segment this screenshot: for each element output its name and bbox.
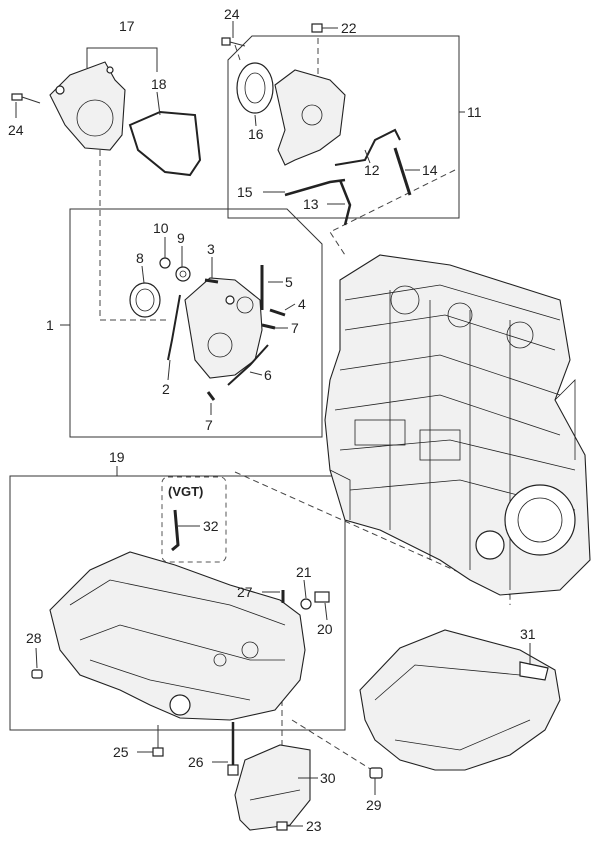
connector-dashed-29 bbox=[291, 719, 373, 771]
pin-7a bbox=[261, 323, 276, 330]
leader-2 bbox=[167, 359, 171, 381]
part-label-24a: 24 bbox=[8, 122, 24, 138]
part-label-14: 14 bbox=[422, 162, 438, 178]
part-label-3: 3 bbox=[207, 241, 215, 257]
part-label-2: 2 bbox=[162, 381, 170, 397]
bolt-22 bbox=[311, 23, 323, 33]
gasket-12 bbox=[334, 128, 401, 166]
part-label-12: 12 bbox=[364, 162, 380, 178]
leader-17 bbox=[86, 47, 158, 72]
part-label-26: 26 bbox=[188, 754, 204, 770]
gasket-6 bbox=[227, 344, 269, 386]
leader-21 bbox=[303, 579, 307, 599]
part-label-7a: 7 bbox=[291, 320, 299, 336]
leader-16 bbox=[254, 114, 257, 127]
leader-8 bbox=[141, 265, 145, 284]
baffle-30 bbox=[234, 744, 311, 831]
part-label-8: 8 bbox=[136, 250, 144, 266]
upper-cover-11 bbox=[274, 69, 346, 166]
part-label-5: 5 bbox=[285, 274, 293, 290]
part-label-30: 30 bbox=[320, 770, 336, 786]
seal-8 bbox=[129, 282, 161, 318]
part-label-16: 16 bbox=[248, 126, 264, 142]
gasket-18 bbox=[128, 110, 202, 177]
plug-29 bbox=[369, 767, 383, 779]
part-label-17: 17 bbox=[119, 18, 135, 34]
oil-pan-19 bbox=[49, 551, 306, 721]
tube-32 bbox=[171, 509, 180, 552]
bolt-4 bbox=[269, 308, 286, 317]
part-label-28: 28 bbox=[26, 630, 42, 646]
gasket-2 bbox=[167, 294, 181, 361]
bolt-24-left bbox=[11, 93, 41, 104]
connector-dashed-24a bbox=[234, 44, 241, 61]
plug-20 bbox=[314, 591, 330, 603]
pin-3 bbox=[204, 278, 219, 284]
connector-dashed-19 bbox=[234, 471, 511, 605]
part-label-27: 27 bbox=[237, 584, 253, 600]
part-label-7b: 7 bbox=[205, 417, 213, 433]
bolt-24-top bbox=[221, 37, 246, 47]
part-label-21: 21 bbox=[296, 564, 312, 580]
connector-dashed-17 bbox=[99, 150, 168, 321]
part-label-31: 31 bbox=[520, 626, 536, 642]
nut-9 bbox=[175, 266, 191, 282]
washer-21 bbox=[300, 598, 312, 610]
part-label-19: 19 bbox=[109, 449, 125, 465]
seal-16 bbox=[236, 62, 274, 114]
timing-cover-upper bbox=[49, 61, 126, 151]
pipe-13 bbox=[338, 179, 352, 226]
part-label-10: 10 bbox=[153, 220, 169, 236]
part-label-15: 15 bbox=[237, 184, 253, 200]
part-label-32: 32 bbox=[203, 518, 219, 534]
plug-28 bbox=[31, 669, 43, 679]
upper-cover-group-frame bbox=[227, 35, 460, 219]
part-label-18: 18 bbox=[151, 76, 167, 92]
part-label-24b: 24 bbox=[224, 6, 240, 22]
bolt-26 bbox=[227, 722, 239, 776]
bolt-23 bbox=[276, 821, 288, 831]
oil-pan-group-frame bbox=[9, 475, 346, 731]
part-label-13: 13 bbox=[303, 196, 319, 212]
part-label-25: 25 bbox=[113, 744, 129, 760]
vgt-label: (VGT) bbox=[168, 484, 203, 499]
leader-4 bbox=[284, 303, 296, 311]
leader-6 bbox=[249, 371, 263, 376]
part-label-11: 11 bbox=[467, 104, 482, 120]
pipe-15 bbox=[284, 178, 346, 197]
leader-28 bbox=[35, 647, 38, 669]
pipe-14 bbox=[393, 147, 412, 196]
part-label-9: 9 bbox=[177, 230, 185, 246]
oil-pan-31 bbox=[359, 629, 561, 771]
timing-cover-lower-1 bbox=[184, 277, 263, 379]
part-label-1: 1 bbox=[46, 317, 54, 333]
part-label-29: 29 bbox=[366, 797, 382, 813]
part-label-22: 22 bbox=[341, 20, 357, 36]
leader-12 bbox=[364, 149, 371, 164]
engine-block bbox=[324, 254, 591, 596]
pin-7b bbox=[206, 391, 216, 401]
leader-18 bbox=[156, 91, 161, 116]
part-label-4: 4 bbox=[298, 296, 306, 312]
part-label-6: 6 bbox=[264, 367, 272, 383]
part-label-23: 23 bbox=[306, 818, 322, 834]
leader-20 bbox=[324, 602, 328, 621]
timing-cover-group-frame bbox=[69, 208, 323, 438]
washer-10 bbox=[159, 257, 171, 269]
part-label-20: 20 bbox=[317, 621, 333, 637]
